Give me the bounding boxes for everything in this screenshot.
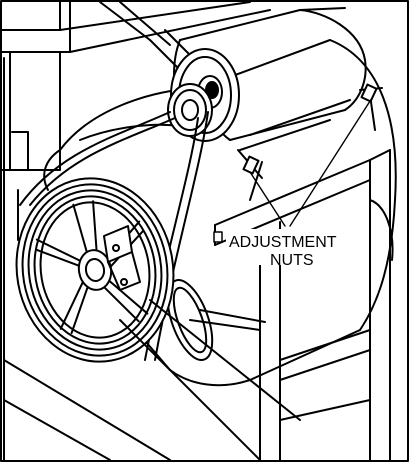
support-frame <box>214 149 394 461</box>
callout-leaders <box>249 97 373 227</box>
base-rails <box>3 299 301 461</box>
shaft-bearing <box>103 225 141 291</box>
blower-housing <box>43 39 397 387</box>
callout-label-line1: ADJUSTMENT <box>229 234 337 251</box>
adjustment-nuts-callout: ADJUSTMENT NUTS <box>226 229 356 269</box>
cabinet-frame <box>1 1 271 461</box>
blower-sheave <box>15 177 175 363</box>
adjustment-rods <box>237 83 383 201</box>
callout-marker <box>213 231 223 243</box>
motor-pulley <box>167 83 213 137</box>
callout-label-line2: NUTS <box>270 252 314 269</box>
